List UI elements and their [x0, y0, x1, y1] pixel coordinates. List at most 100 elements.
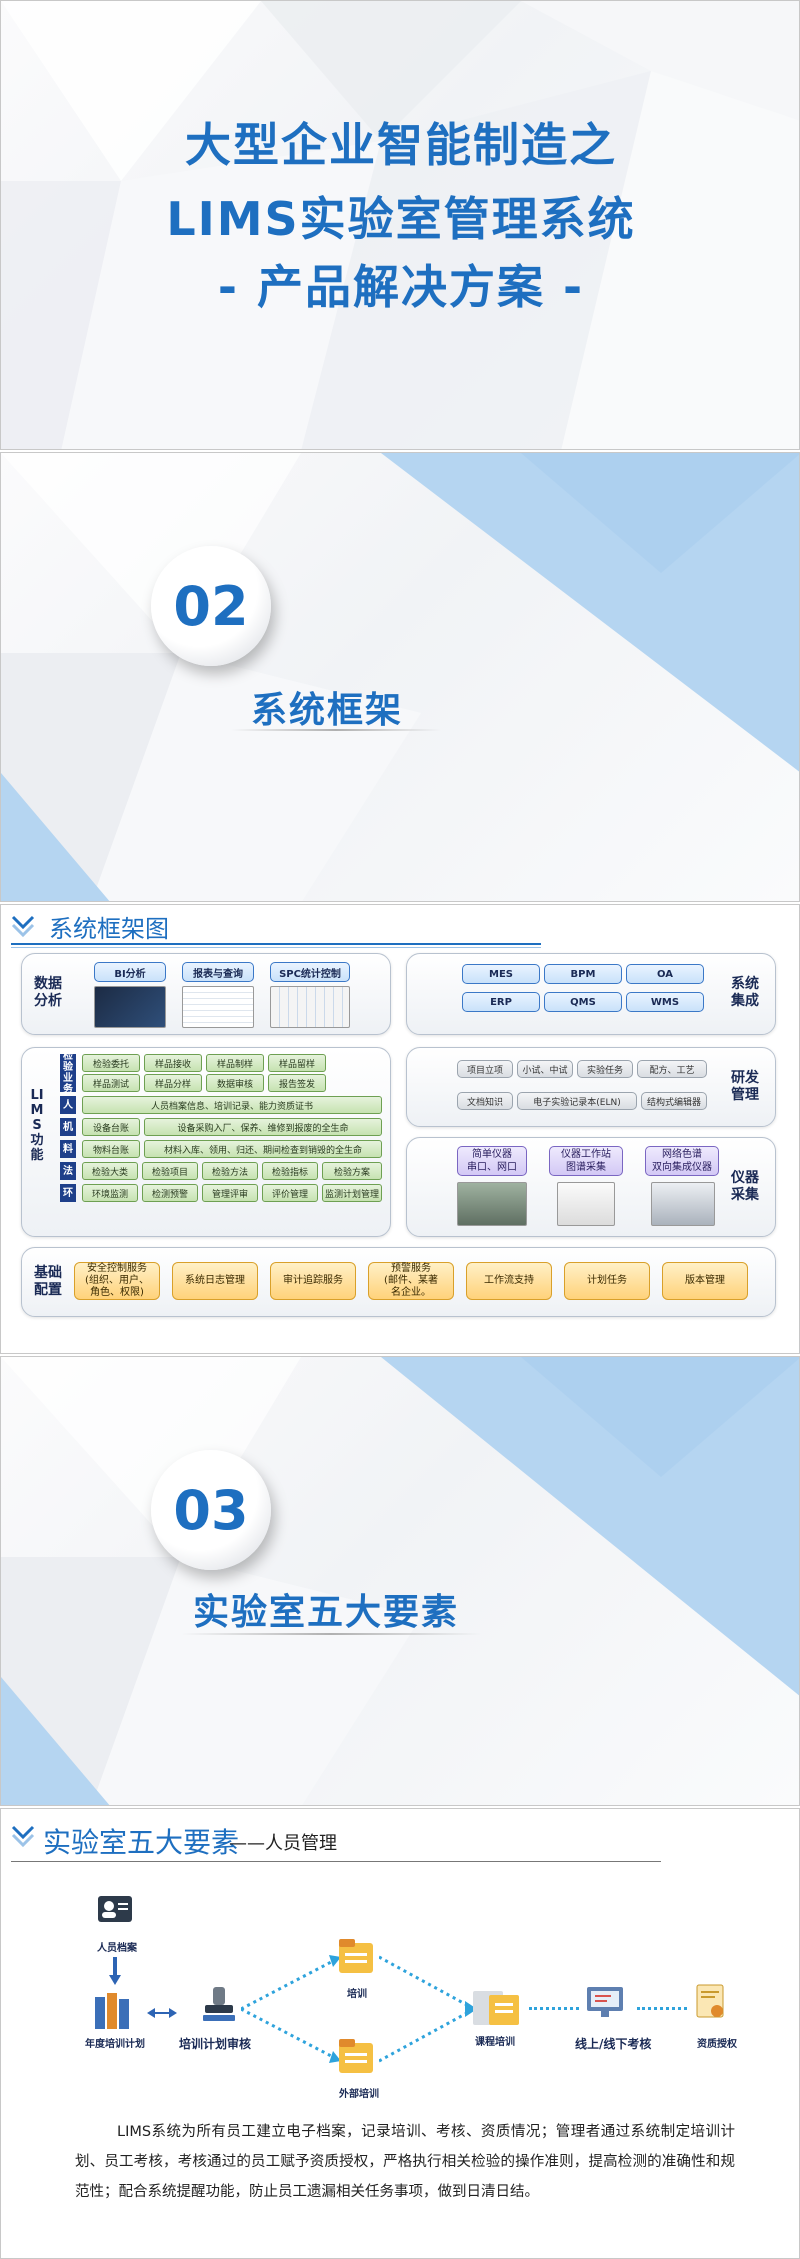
- course-training-label: 课程培训: [475, 2033, 515, 2048]
- chevron-decoration-icon: [9, 1821, 39, 1851]
- chevron-decoration-icon: [9, 911, 39, 941]
- base-item[interactable]: 审计追踪服务: [270, 1262, 356, 1300]
- lims-cell[interactable]: 检验方法: [202, 1162, 258, 1180]
- mes-button[interactable]: MES: [462, 964, 540, 984]
- lims-tag-environment: 环: [60, 1184, 76, 1202]
- lims-cell[interactable]: 报告签发: [268, 1074, 326, 1092]
- simple-instrument-photo: [457, 1182, 527, 1226]
- course-icon: [471, 1985, 521, 2029]
- framework-title: 系统框架图: [49, 909, 169, 944]
- section-background: [1, 1357, 800, 1806]
- cover-title-line1: 大型企业智能制造之: [1, 109, 800, 175]
- section-title: 系统框架: [251, 681, 403, 733]
- section-title: 实验室五大要素: [193, 1583, 459, 1635]
- stamp-icon: [199, 1985, 239, 2025]
- personnel-management-slide: 实验室五大要素 ——人员管理 人员档案 年度培训计划 培训计划审核: [0, 1808, 800, 2259]
- report-query-button[interactable]: 报表与查询: [182, 962, 254, 982]
- lims-cell[interactable]: 监测计划管理: [322, 1184, 382, 1202]
- lims-tag-material: 料: [60, 1140, 76, 1158]
- title-rule: [11, 1861, 661, 1862]
- section-underline: [231, 729, 441, 731]
- base-item[interactable]: 工作流支持: [466, 1262, 552, 1300]
- lims-tag-person: 人: [60, 1096, 76, 1114]
- cover-slide: 大型企业智能制造之 LIMS实验室管理系统 - 产品解决方案 -: [0, 0, 800, 450]
- exam-monitor-icon: [585, 1985, 625, 2021]
- erp-button[interactable]: ERP: [462, 992, 540, 1012]
- base-item[interactable]: 预警服务 (邮件、某著 名企业。: [368, 1262, 454, 1300]
- workstation-photo: [557, 1182, 615, 1226]
- instrument-item[interactable]: 网络色谱 双向集成仪器: [645, 1146, 719, 1176]
- rnd-item[interactable]: 项目立项: [457, 1060, 513, 1078]
- lims-cell[interactable]: 样品分样: [144, 1074, 202, 1092]
- rnd-item[interactable]: 实验任务: [577, 1060, 633, 1078]
- section-background: [1, 453, 800, 902]
- lims-cell[interactable]: 物料台账: [82, 1140, 140, 1158]
- rnd-item[interactable]: 结构式编辑器: [641, 1092, 707, 1110]
- cover-title-line2: LIMS实验室管理系统: [1, 183, 800, 249]
- lims-function-label: LIMS功能: [28, 1088, 46, 1163]
- lims-cell[interactable]: 检验大类: [82, 1162, 138, 1180]
- lims-cell[interactable]: 样品留样: [268, 1054, 326, 1072]
- lims-cell[interactable]: 样品接收: [144, 1054, 202, 1072]
- training-folder-icon: [337, 1937, 377, 1977]
- lims-cell[interactable]: 检验指标: [262, 1162, 318, 1180]
- lims-cell[interactable]: 样品测试: [82, 1074, 140, 1092]
- header-rule-light: [11, 947, 541, 948]
- base-item[interactable]: 计划任务: [564, 1262, 650, 1300]
- bi-analysis-button[interactable]: BI分析: [94, 962, 166, 982]
- spc-chart-thumbnail: [270, 986, 350, 1028]
- section-number-badge: 02: [151, 546, 271, 666]
- lims-tag-inspection: 检验业务: [60, 1054, 76, 1092]
- instrument-item[interactable]: 仪器工作站 图谱采集: [549, 1146, 623, 1176]
- lims-cell[interactable]: 人员档案信息、培训记录、能力资质证书: [82, 1096, 382, 1114]
- cover-title-line3: - 产品解决方案 -: [1, 251, 800, 317]
- arrow-connector: [637, 2007, 687, 2010]
- slide-subtitle: ——人员管理: [229, 1829, 337, 1855]
- bpm-button[interactable]: BPM: [544, 964, 622, 984]
- qms-button[interactable]: QMS: [544, 992, 622, 1012]
- lims-cell[interactable]: 材料入库、领用、归还、期间检查到销毁的全生命: [144, 1140, 382, 1158]
- oa-button[interactable]: OA: [626, 964, 704, 984]
- lims-cell[interactable]: 管理评审: [202, 1184, 258, 1202]
- spc-control-button[interactable]: SPC统计控制: [270, 962, 350, 982]
- base-item[interactable]: 系统日志管理: [172, 1262, 258, 1300]
- rnd-item[interactable]: 电子实验记录本(ELN): [517, 1092, 637, 1110]
- instrument-item[interactable]: 简单仪器 串口、网口: [457, 1146, 527, 1176]
- lims-cell[interactable]: 检验方案: [322, 1162, 382, 1180]
- lims-function-panel: LIMS功能 检验业务 检验委托 样品接收 样品制样 样品留样 样品测试 样品分…: [21, 1047, 391, 1237]
- lims-cell[interactable]: 检验项目: [142, 1162, 198, 1180]
- certificate-icon: [693, 1983, 729, 2023]
- lims-cell[interactable]: 检测预警: [142, 1184, 198, 1202]
- section-number-badge: 03: [151, 1450, 271, 1570]
- training-label: 培训: [347, 1985, 367, 2000]
- base-config-label: 基础 配置: [28, 1265, 68, 1299]
- rnd-item[interactable]: 配方、工艺: [637, 1060, 707, 1078]
- section-slide-03: 03 实验室五大要素: [0, 1356, 800, 1806]
- rnd-item[interactable]: 小试、中试: [517, 1060, 573, 1078]
- base-item[interactable]: 安全控制服务 (组织、用户、 角色、权限): [74, 1262, 160, 1300]
- lims-cell[interactable]: 设备采购入厂、保养、维修到报废的全生命: [144, 1118, 382, 1136]
- lims-cell[interactable]: 评价管理: [262, 1184, 318, 1202]
- bi-dashboard-thumbnail: [94, 986, 166, 1028]
- rnd-item[interactable]: 文档知识: [457, 1092, 513, 1110]
- chromatograph-photo: [651, 1182, 715, 1226]
- merge-connector: [379, 1939, 479, 2079]
- lims-tag-method: 法: [60, 1162, 76, 1180]
- header-rule: [11, 943, 541, 945]
- wms-button[interactable]: WMS: [626, 992, 704, 1012]
- system-integration-panel: MES BPM OA ERP QMS WMS 系统 集成: [406, 953, 776, 1035]
- lims-cell[interactable]: 环境监测: [82, 1184, 138, 1202]
- lims-cell[interactable]: 数据审核: [206, 1074, 264, 1092]
- lims-cell[interactable]: 样品制样: [206, 1054, 264, 1072]
- lims-cell[interactable]: 检验委托: [82, 1054, 140, 1072]
- lims-cell[interactable]: 设备台账: [82, 1118, 140, 1136]
- branch-connector: [241, 1939, 341, 2079]
- binders-icon: [93, 1991, 137, 2031]
- base-item[interactable]: 版本管理: [662, 1262, 748, 1300]
- instrument-panel: 简单仪器 串口、网口 仪器工作站 图谱采集 网络色谱 双向集成仪器 仪器 采集: [406, 1137, 776, 1237]
- person-file-icon: [97, 1895, 133, 1923]
- data-analysis-panel: 数据 分析 BI分析 报表与查询 SPC统计控制: [21, 953, 391, 1035]
- description-paragraph: LIMS系统为所有员工建立电子档案，记录培训、考核、资质情况；管理者通过系统制定…: [75, 2117, 735, 2207]
- external-training-label: 外部培训: [339, 2085, 379, 2100]
- slide-title: 实验室五大要素: [43, 1821, 239, 1861]
